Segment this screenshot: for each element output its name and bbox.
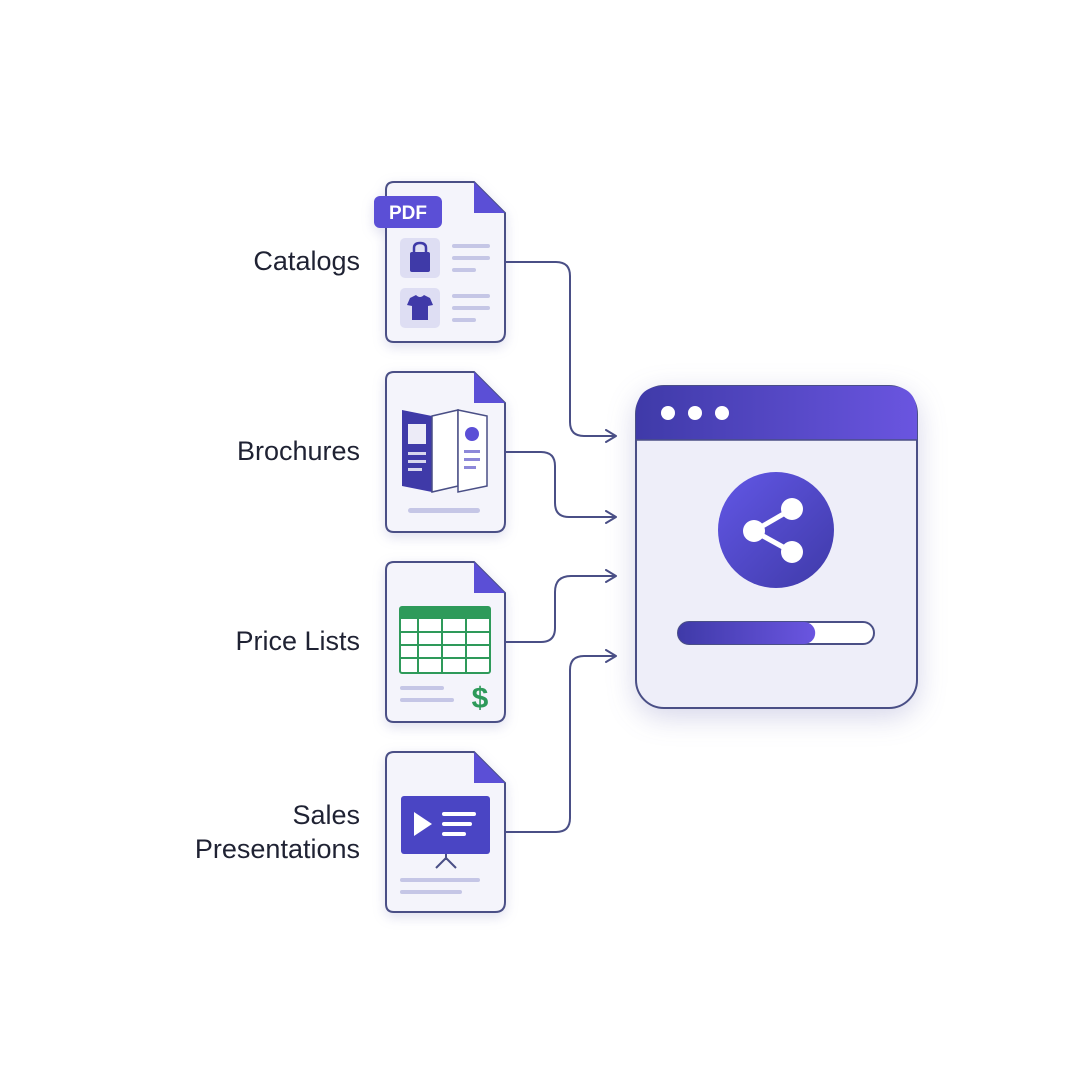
shopping-bag-icon [410, 241, 430, 272]
catalog-text-line [452, 268, 476, 272]
presentation-page-fold [474, 752, 505, 783]
price-list-page-fold [474, 562, 505, 593]
window-control-dot [688, 406, 702, 420]
price-list-text-line [400, 698, 454, 702]
window-control-dot [715, 406, 729, 420]
pdf-badge-label: PDF [389, 203, 427, 224]
dollar-sign-icon: $ [472, 682, 489, 715]
progress-fill [678, 622, 816, 644]
share-button[interactable] [718, 472, 834, 588]
presentation-text-line [400, 890, 462, 894]
price-list-document: $ [385, 561, 506, 723]
share-icon [743, 498, 803, 563]
label-catalogs: Catalogs [253, 246, 360, 276]
connectors [505, 261, 617, 833]
presentation-document [385, 751, 506, 913]
presentation-screen-icon [401, 796, 490, 869]
catalog-text-line [452, 256, 490, 260]
window-title-bar [636, 386, 917, 440]
brochure-icon [402, 409, 488, 493]
label-sales: Sales [292, 800, 360, 830]
catalog-text-line [452, 294, 490, 298]
label-brochures: Brochures [237, 436, 360, 466]
catalog-text-line [452, 244, 490, 248]
tshirt-icon [407, 295, 433, 320]
sharing-window [635, 385, 918, 709]
window-controls [661, 406, 729, 420]
price-list-text-line [400, 686, 444, 690]
brochure-caption-line [408, 508, 480, 513]
connector-brochures [505, 451, 617, 524]
pdf-badge [374, 196, 442, 228]
window-control-dot [661, 406, 675, 420]
spreadsheet-icon [399, 606, 491, 674]
brochure-page-fold [474, 372, 505, 403]
label-price-lists: Price Lists [235, 626, 360, 656]
document-labels: Catalogs Brochures Price Lists Sales Pre… [195, 246, 360, 864]
catalog-document: PDF [374, 181, 506, 343]
brochure-document [385, 371, 506, 533]
label-presentations: Presentations [195, 834, 360, 864]
catalog-page-fold [474, 182, 505, 213]
connector-price-lists [505, 569, 617, 643]
connector-catalogs [505, 261, 617, 443]
catalog-text-line [452, 306, 490, 310]
catalog-text-line [452, 318, 476, 322]
presentation-text-line [400, 878, 480, 882]
connector-sales-presentations [505, 649, 617, 833]
